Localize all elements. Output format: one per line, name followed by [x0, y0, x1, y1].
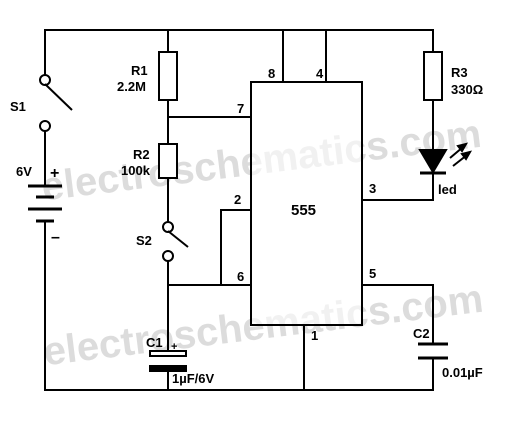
label-r3-name: R3	[451, 65, 468, 80]
switch-s1	[39, 74, 73, 132]
label-pin7: 7	[237, 101, 244, 116]
led-triangle	[418, 149, 448, 174]
c1-plate-top	[149, 350, 187, 357]
label-pin6: 6	[237, 269, 244, 284]
capacitor-c2	[418, 342, 448, 360]
wires	[44, 29, 434, 391]
c1-plate-bottom	[149, 365, 187, 372]
capacitor-c1	[149, 350, 187, 372]
s2-contact-top	[162, 221, 174, 233]
label-c2-value: 0.01µF	[442, 365, 483, 380]
battery	[28, 184, 62, 223]
label-led: led	[438, 182, 457, 197]
s1-lever	[44, 83, 73, 111]
labels: S1 6V + – R1 2.2M R2 100k S2 C1 + 1µF/6V…	[10, 63, 483, 386]
label-r1-name: R1	[131, 63, 148, 78]
wire-pin2	[220, 209, 252, 286]
label-battery-voltage: 6V	[16, 164, 32, 179]
label-pin3: 3	[369, 181, 376, 196]
label-pin2: 2	[234, 192, 241, 207]
led	[418, 142, 473, 175]
s1-contact-bottom	[39, 120, 51, 132]
label-r3-value: 330Ω	[451, 82, 483, 97]
s1-contact-top	[39, 74, 51, 86]
s2-lever	[167, 230, 189, 248]
led-ray-2-head	[460, 150, 473, 161]
label-pin1: 1	[311, 328, 318, 343]
led-ray-1-head	[456, 142, 469, 153]
switch-s2	[162, 221, 189, 262]
label-r2-name: R2	[133, 147, 150, 162]
label-c1-value: 1µF/6V	[172, 371, 215, 386]
label-r2-value: 100k	[121, 163, 151, 178]
label-c2-name: C2	[413, 326, 430, 341]
s2-contact-bottom	[162, 250, 174, 262]
label-s2: S2	[136, 233, 152, 248]
ic-555-body	[250, 81, 363, 326]
label-c1-name: C1	[146, 335, 163, 350]
label-s1: S1	[10, 99, 26, 114]
label-pin4: 4	[316, 66, 324, 81]
label-battery-minus: –	[51, 229, 60, 246]
wire-pin5	[361, 284, 434, 345]
resistor-r3	[423, 51, 443, 101]
wire-led-pin3	[361, 171, 434, 201]
label-r1-value: 2.2M	[117, 79, 146, 94]
resistor-r1	[158, 51, 178, 101]
resistor-r2	[158, 143, 178, 179]
label-battery-plus: +	[50, 165, 59, 182]
label-pin5: 5	[369, 266, 376, 281]
label-ic-555: 555	[291, 202, 316, 219]
label-c1-plus: +	[171, 341, 177, 353]
label-pin8: 8	[268, 66, 275, 81]
